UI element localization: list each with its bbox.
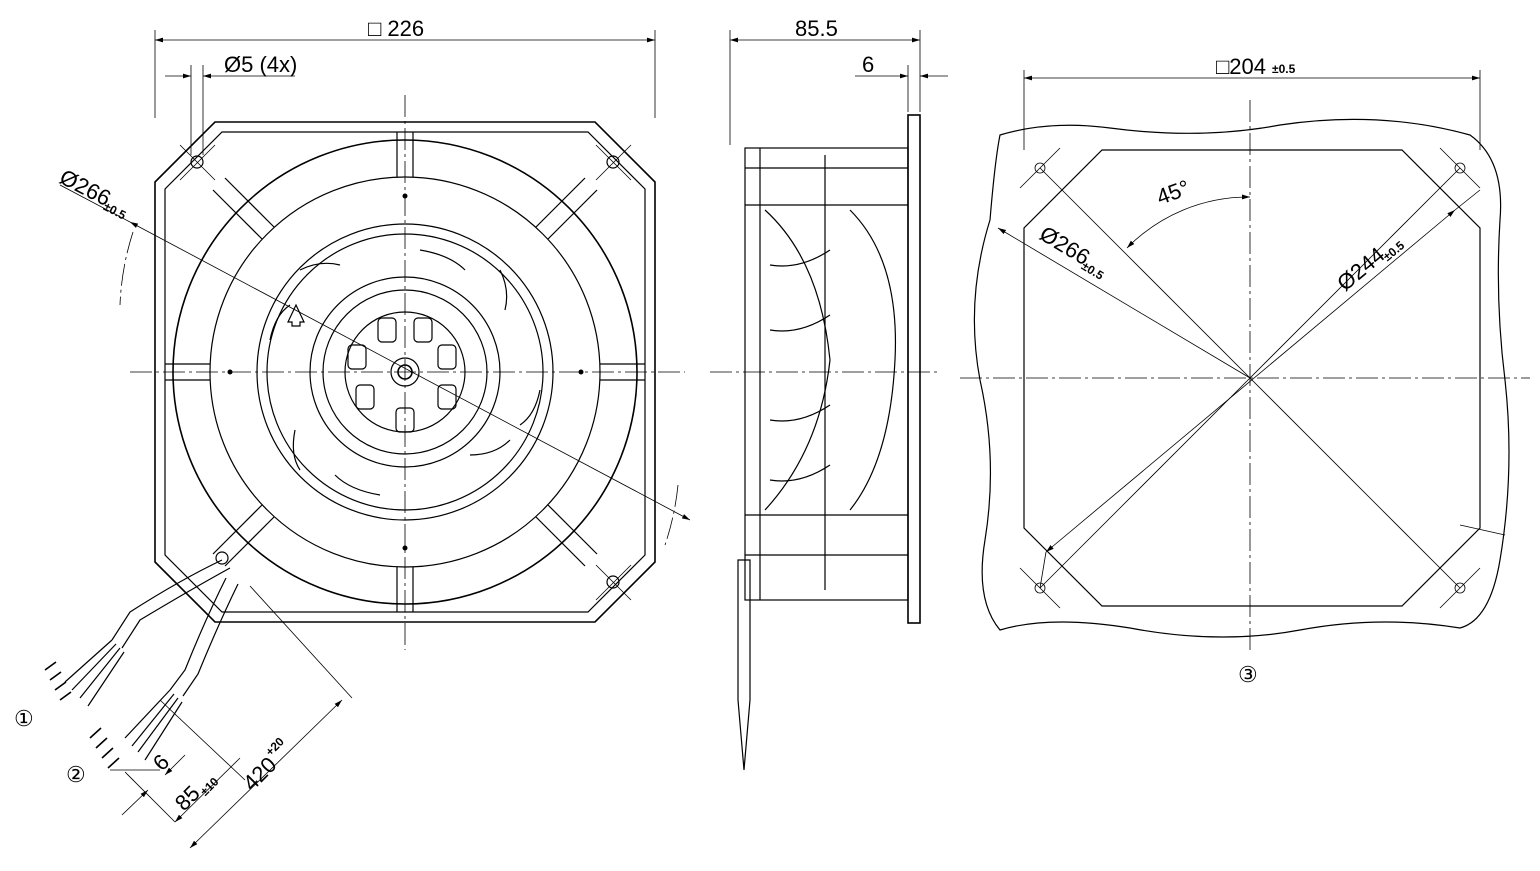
panel-cutout-boundary [973, 118, 1510, 638]
hole-diameter-label: Ø5 (4x) [224, 52, 297, 77]
flange-label: 6 [862, 52, 874, 77]
mount-diag-outer-tol-label: ±0.5 [1079, 259, 1106, 283]
mounting-hole-icon [215, 551, 229, 565]
mount-hole-icon [1034, 582, 1046, 594]
frame-size-label: □ 226 [368, 16, 424, 41]
side-view: 85.5 6 [710, 16, 948, 771]
callout-3: ③ [1238, 662, 1258, 687]
callout-2: ② [66, 762, 86, 787]
mounting-view: □204 ±0.5 45° Ø266 ±0.5 Ø244 ±0.5 ③ [960, 54, 1530, 687]
cable-bundle [64, 559, 239, 761]
callout-1: ① [14, 706, 34, 731]
mount-diag-inner-main-label: Ø244 [1332, 242, 1389, 296]
side-cable [737, 559, 751, 771]
rotation-arrow-icon [287, 303, 305, 327]
cable-length-main-label: 420 [238, 752, 282, 796]
mount-hole-icon [1034, 162, 1046, 174]
angle-label: 45° [1153, 175, 1193, 210]
side-body [744, 147, 909, 601]
hole-pattern-main-label: □204 [1216, 54, 1266, 79]
depth-label: 85.5 [795, 16, 838, 41]
cable-strip-label: 6 [148, 749, 174, 775]
hub-openings [347, 317, 457, 433]
mounting-hole-icon [606, 155, 620, 169]
front-view: □ 226 Ø5 (4x) Ø266 ±0.5 [14, 16, 691, 849]
side-blades [764, 209, 897, 511]
mount-hole-icon [1454, 162, 1466, 174]
mount-hole-icon [1454, 582, 1466, 594]
wire-ends [44, 661, 120, 769]
mounting-hole-icon [606, 575, 620, 589]
side-flange [907, 114, 921, 624]
mounting-hole-icon [190, 155, 204, 169]
panel-opening [1023, 149, 1481, 607]
angle-arc [1126, 194, 1251, 249]
hole-pattern-tol-label: ±0.5 [1272, 62, 1296, 76]
mounting-holes [179, 144, 632, 601]
